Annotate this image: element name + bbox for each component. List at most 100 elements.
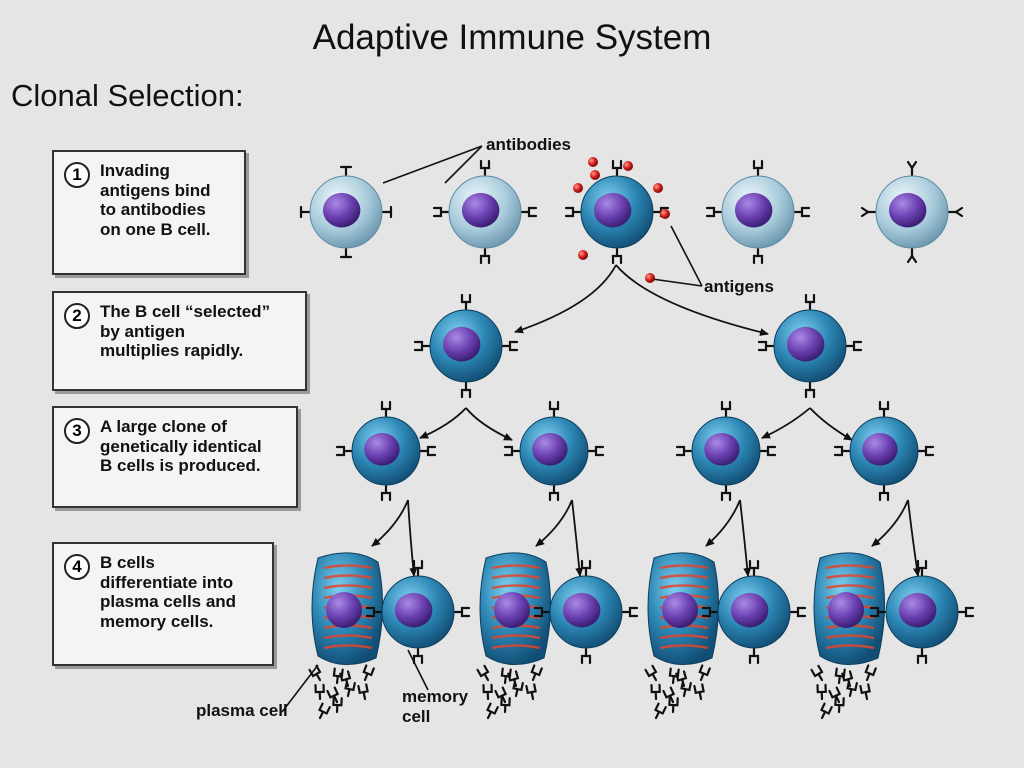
antibody-receptor: [308, 664, 322, 682]
antibody-receptor: [698, 664, 711, 682]
free-antibody: [512, 680, 524, 698]
step-4-number: 4: [64, 554, 90, 580]
antibody-receptor: [335, 445, 353, 457]
antibody-receptor: [668, 696, 679, 714]
antibody-receptor: [525, 683, 537, 701]
antibody-receptor: [380, 400, 392, 418]
free-antibody: [834, 696, 845, 714]
antibody-receptor: [917, 445, 935, 457]
antibody-receptor: [759, 445, 777, 457]
antibody-receptor: [828, 686, 842, 704]
free-antibody: [326, 686, 340, 704]
antibody-receptor: [501, 340, 519, 352]
nucleus: [364, 432, 400, 466]
label-leader-lines: [281, 145, 703, 713]
antibody-receptor: [793, 206, 811, 218]
cells-layer: [299, 157, 975, 720]
free-antibody: [362, 664, 375, 682]
antibody-receptor: [906, 247, 918, 264]
free-antibody: [494, 686, 508, 704]
step-3-text: A large clone of genetically identical B…: [100, 417, 262, 475]
antibody-receptor: [500, 696, 511, 714]
antibody-receptor: [810, 664, 824, 682]
antibody-receptor: [326, 686, 340, 704]
nucleus: [862, 432, 898, 466]
nucleus: [898, 592, 937, 628]
antibody-receptor: [820, 702, 833, 720]
antibody-receptor: [476, 664, 490, 682]
antibody-receptor: [947, 206, 964, 218]
b-cell-selected: [564, 159, 670, 265]
plasma-cell-2: [479, 552, 551, 665]
memory-cell-2: [533, 559, 639, 665]
free-antibody: [332, 667, 344, 685]
antibody-receptor: [748, 647, 760, 665]
free-antibody: [859, 683, 871, 701]
nucleus: [662, 592, 698, 628]
antibody-receptor: [752, 159, 764, 177]
antibody-receptor: [752, 247, 764, 265]
nucleus: [394, 592, 433, 628]
free-antibody: [530, 664, 543, 682]
antibody-receptor: [720, 400, 732, 418]
antibody-receptor: [318, 702, 331, 720]
nucleus: [326, 592, 362, 628]
nucleus: [532, 432, 568, 466]
antibody-receptor: [611, 159, 623, 177]
free-antibody: [486, 702, 499, 720]
free-antibody: [500, 667, 512, 685]
antibody-receptor: [662, 686, 676, 704]
nucleus: [562, 592, 601, 628]
antibody-receptor: [587, 445, 605, 457]
nucleus: [442, 326, 481, 362]
division-arrows: [371, 264, 921, 577]
plasma-cell-label: plasma cell: [196, 701, 288, 720]
antibody-receptor: [916, 559, 928, 577]
step-3-box: 3 A large clone of genetically identical…: [52, 406, 298, 508]
antigen-dot: [578, 250, 588, 260]
antibody-receptor: [548, 484, 560, 502]
nucleus: [494, 592, 530, 628]
antibody-receptor: [580, 559, 592, 577]
free-antibody: [816, 683, 827, 701]
antibody-receptor: [412, 559, 424, 577]
step-1-number: 1: [64, 162, 90, 188]
nucleus: [593, 192, 632, 228]
free-antibody: [680, 680, 692, 698]
slide-title: Adaptive Immune System: [312, 18, 712, 57]
free-antibody: [476, 664, 490, 682]
b-cell-clone-gen1-b: [757, 293, 863, 399]
antibody-receptor: [757, 340, 775, 352]
antibody-receptor: [693, 683, 705, 701]
antibody-receptor: [530, 664, 543, 682]
free-antibody: [668, 696, 679, 714]
free-antibody: [650, 683, 661, 701]
antibody-receptor: [362, 664, 375, 682]
free-antibody: [332, 696, 343, 714]
antibody-receptor: [380, 484, 392, 502]
antibody-receptor: [748, 559, 760, 577]
antigen-dot: [653, 183, 663, 193]
antibody-receptor: [460, 381, 472, 399]
free-antibody: [846, 680, 858, 698]
nucleus: [730, 592, 769, 628]
free-antibody: [668, 667, 680, 685]
free-antibody: [482, 683, 493, 701]
step-4-box: 4 B cells differentiate into plasma cell…: [52, 542, 274, 666]
antibody-receptor: [705, 206, 723, 218]
antibody-receptor: [878, 400, 890, 418]
free-antibody: [864, 664, 877, 682]
antigens-label: antigens: [704, 277, 774, 296]
nucleus: [734, 192, 773, 228]
antibody-receptor: [500, 667, 512, 685]
antibody-receptor: [520, 206, 538, 218]
memory-cell-3: [701, 559, 807, 665]
step-2-text: The B cell “selected” by antigen multipl…: [100, 302, 271, 360]
antibody-receptor: [453, 606, 471, 618]
antibody-receptor: [548, 400, 560, 418]
memory-cell-1: [365, 559, 471, 665]
antibody-receptor: [339, 165, 353, 177]
memory-cell-4: [869, 559, 975, 665]
antibody-receptor: [365, 606, 383, 618]
